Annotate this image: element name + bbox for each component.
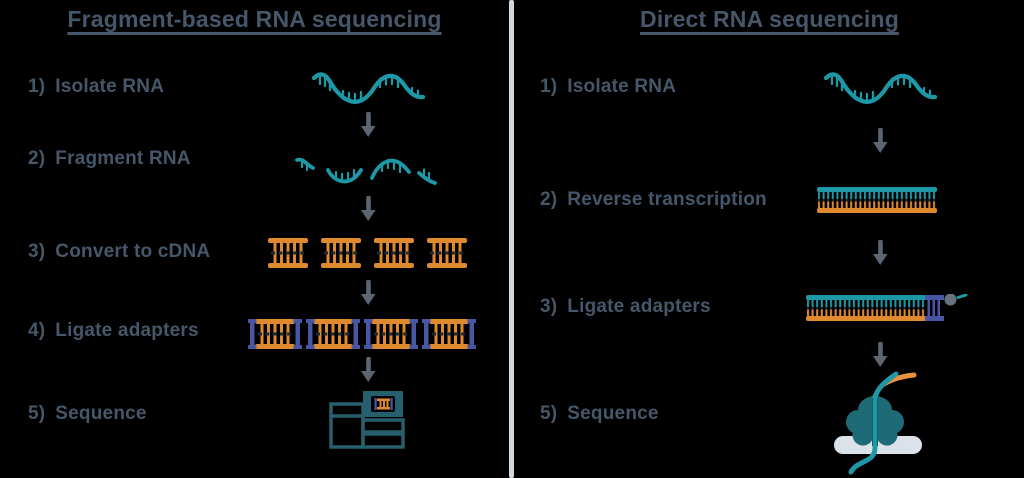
- step-number: 5): [28, 403, 46, 424]
- step-row: 5) Sequence: [540, 401, 659, 427]
- step-number: 1): [28, 76, 46, 97]
- rna-dna-duplex-icon: [815, 187, 941, 213]
- down-arrow-icon: [872, 128, 888, 154]
- sequencer-machine-icon: [329, 389, 405, 449]
- step-row: 2) Reverse transcription: [540, 187, 767, 213]
- step-row: 5) Sequence: [28, 401, 147, 427]
- left-column-title: Fragment-based RNA sequencing: [67, 6, 442, 32]
- step-label: Fragment RNA: [55, 148, 191, 169]
- down-arrow-icon: [360, 280, 376, 306]
- down-arrow-icon: [360, 357, 376, 383]
- step-number: 2): [28, 148, 46, 169]
- step-label: Convert to cDNA: [55, 241, 211, 262]
- step-row: 3) Convert to cDNA: [28, 239, 210, 265]
- step-number: 2): [540, 189, 558, 210]
- rna-fragments-icon: [292, 148, 444, 192]
- step-label: Reverse transcription: [567, 189, 767, 210]
- right-column-title: Direct RNA sequencing: [640, 6, 899, 32]
- step-number: 1): [540, 76, 558, 97]
- step-label: Sequence: [567, 403, 659, 424]
- rna-strand-icon: [310, 68, 428, 110]
- step-label: Ligate adapters: [567, 296, 711, 317]
- nanopore-icon: [828, 368, 928, 478]
- down-arrow-icon: [872, 342, 888, 368]
- down-arrow-icon: [360, 196, 376, 222]
- step-number: 3): [28, 241, 46, 262]
- step-label: Ligate adapters: [55, 320, 199, 341]
- column-divider: [509, 0, 514, 478]
- step-row: 2) Fragment RNA: [28, 146, 191, 172]
- step-number: 4): [28, 320, 46, 341]
- step-label: Sequence: [55, 403, 147, 424]
- step-number: 5): [540, 403, 558, 424]
- step-row: 3) Ligate adapters: [540, 294, 711, 320]
- step-row: 1) Isolate RNA: [28, 74, 164, 100]
- step-row: 1) Isolate RNA: [540, 74, 676, 100]
- step-label: Isolate RNA: [55, 76, 165, 97]
- down-arrow-icon: [872, 240, 888, 266]
- step-number: 3): [540, 296, 558, 317]
- cdna-with-adapters-icon: [248, 318, 476, 350]
- cdna-ladders-icon: [268, 238, 468, 268]
- step-row: 4) Ligate adapters: [28, 318, 199, 344]
- duplex-with-adapter-and-motor-icon: [806, 294, 968, 322]
- down-arrow-icon: [360, 112, 376, 138]
- step-label: Isolate RNA: [567, 76, 677, 97]
- rna-strand-icon: [822, 68, 940, 110]
